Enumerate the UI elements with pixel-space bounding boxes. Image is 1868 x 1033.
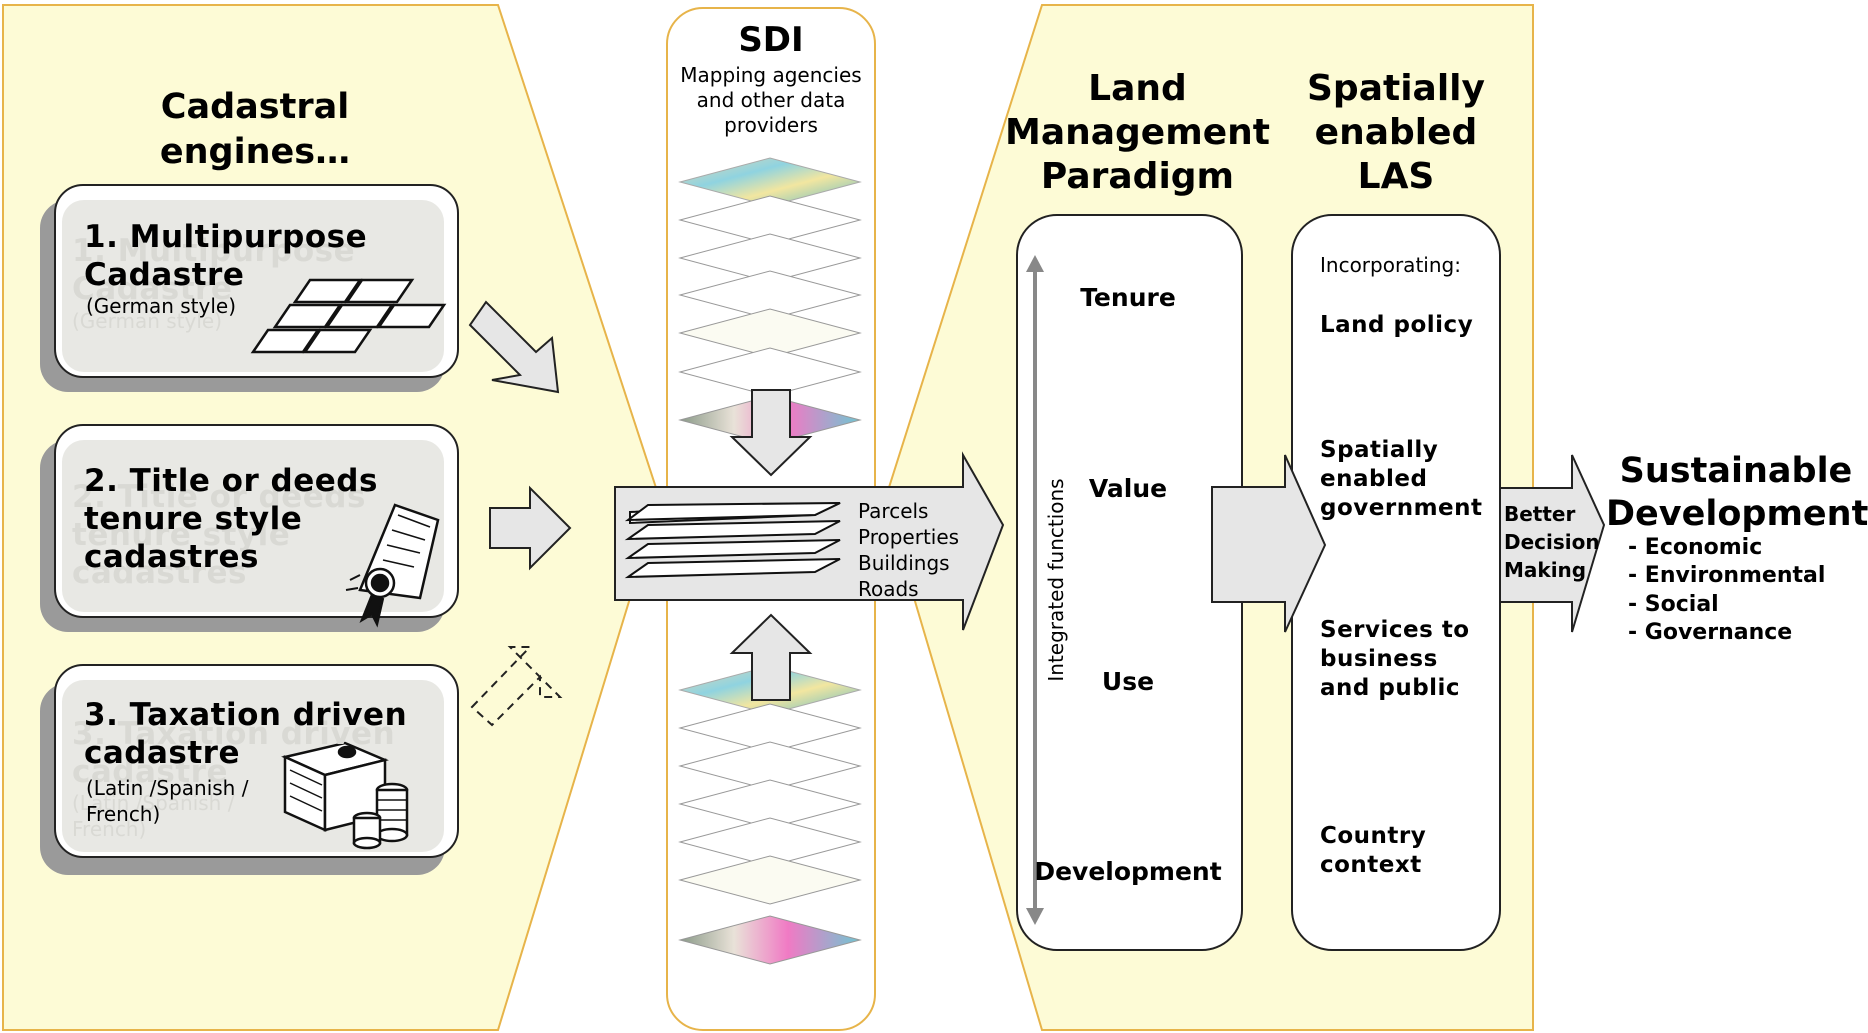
- card1-subtitle: (German style): [86, 294, 237, 318]
- arrow-card1: [468, 300, 560, 394]
- las-incorporating: Incorporating:: [1320, 253, 1461, 277]
- layer-properties: Properties: [858, 525, 960, 549]
- outcome-economic: - Economic: [1628, 535, 1763, 560]
- outcome-environmental: - Environmental: [1628, 563, 1826, 588]
- las-title: Spatially enabled LAS: [1307, 68, 1485, 197]
- card3-subtitle: (Latin /Spanish / French): [86, 776, 249, 826]
- ghost-card3-sub: (Latin /Spanish / French): [72, 791, 235, 841]
- sdi-title: SDI: [738, 20, 804, 60]
- sdi-down-arrow: [729, 389, 813, 477]
- sdi-map-layers-bottom: [678, 665, 862, 965]
- sdi-up-arrow: [729, 613, 813, 701]
- ghost-card1-title: 1. Multipurpose Cadastre: [72, 233, 356, 307]
- ghost-card1-sub: (German style): [72, 309, 223, 333]
- sdi-map-layers-top: [678, 157, 862, 445]
- card2-title: 2. Title or deeds tenure style cadastres: [84, 463, 378, 575]
- layer-parcels: Parcels: [858, 499, 929, 523]
- ghost-card3-title: 3. Taxation driven cadastre: [72, 716, 396, 790]
- layer-roads: Roads: [858, 577, 919, 601]
- function-tenure: Tenure: [1080, 283, 1176, 312]
- outcome-title: Sustainable Development: [1606, 451, 1868, 534]
- las-item-country-context: Country context: [1320, 823, 1427, 878]
- integrated-functions-label: Integrated functions: [1044, 478, 1068, 682]
- card1-title: 1. Multipurpose Cadastre: [84, 219, 368, 293]
- ghost-card2-title: 2. Title or deeds tenure style cadastres: [72, 479, 366, 591]
- card3-title: 3. Taxation driven cadastre: [84, 697, 408, 771]
- paradigm-title: Land Management Paradigm: [1005, 68, 1270, 197]
- certificate-icon: [345, 503, 440, 628]
- layer-stack-icon: [624, 502, 841, 579]
- las-item-services: Services to business and public: [1320, 617, 1470, 701]
- las-item-spatially-enabled-government: Spatially enabled government: [1320, 437, 1483, 521]
- money-stack-icon: [281, 741, 409, 850]
- outcome-governance: - Governance: [1628, 620, 1793, 645]
- las-item-land-policy: Land policy: [1320, 312, 1474, 338]
- function-use: Use: [1101, 667, 1155, 696]
- arrow-decision: [1499, 454, 1606, 633]
- layer-buildings: Buildings: [858, 551, 950, 575]
- decision-label: Better Decision Making: [1504, 502, 1600, 582]
- brick-parcels-icon: [250, 278, 447, 354]
- function-value: Value: [1088, 474, 1168, 503]
- arrow-paradigm-to-las: [1211, 454, 1327, 633]
- sdi-subtitle: Mapping agencies and other data provider…: [680, 63, 862, 137]
- function-development: Development: [1034, 857, 1222, 886]
- arrow-card2: [489, 485, 572, 571]
- engines-title: Cadastral engines…: [159, 87, 351, 172]
- arrow-card3-dashed: [470, 646, 563, 727]
- outcome-social: - Social: [1628, 592, 1719, 617]
